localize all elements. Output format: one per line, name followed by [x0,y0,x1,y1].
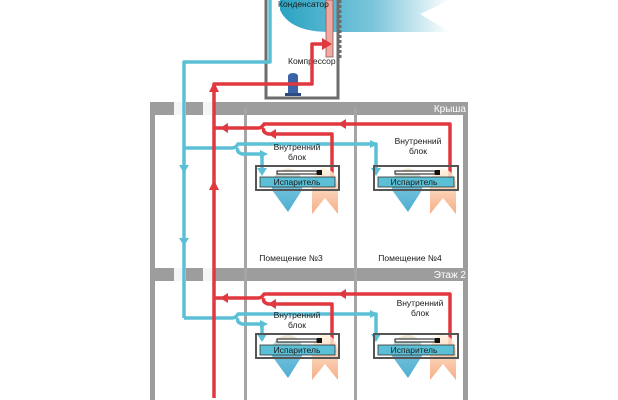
indoor-unit-title-line2: блок [411,308,429,318]
evaporator-label: Испаритель [391,177,438,187]
evaporator-coil [377,344,455,356]
condenser-coil [325,0,334,58]
valve-actuator [317,338,322,343]
indoor-unit-title-line1: Внутренний [274,310,321,320]
evaporator-coil [259,176,336,188]
evaporator-label: Испаритель [391,345,438,355]
valve-actuator [435,338,440,343]
indoor-unit-title-line2: блок [409,146,427,156]
outdoor-unit-casing [264,0,340,100]
condenser-label: Конденсатор [278,0,329,9]
indoor-unit-title-line1: Внутренний [395,136,442,146]
indoor-unit-casing [373,333,459,359]
indoor-unit-title-line1: Внутренний [397,298,444,308]
room-label-4: Помещение №4 [378,253,442,263]
evaporator-coil [259,344,336,356]
indoor-unit-casing [255,165,340,191]
cold-line [182,0,378,340]
evaporator-label: Испаритель [274,345,321,355]
indoor-unit-title-line2: блок [288,152,306,162]
indoor-unit-title-line2: блок [288,320,306,330]
indoor-unit-title-line1: Внутренний [274,142,321,152]
condenser-airflow [280,0,450,32]
valve-actuator [317,170,322,175]
indoor-unit-casing [255,333,340,359]
expansion-valve [394,170,436,175]
valve-actuator [435,170,440,175]
indoor-unit: Испаритель Внутренний блок [255,142,340,214]
indoor-unit: Испаритель Внутренний блок [255,310,340,380]
floor-label-floor-2: Этаж 2 [434,270,467,281]
floor-label-roof: Крыша [434,104,467,115]
indoor-unit: Испаритель Внутренний блок [373,298,459,380]
expansion-valve [276,338,318,343]
expansion-valve [276,170,318,175]
evaporator-coil [377,176,455,188]
room-label-3: Помещение №3 [259,253,323,263]
expansion-valve [394,338,436,343]
evaporator-label: Испаритель [274,177,321,187]
indoor-unit: Испаритель Внутренний блок [373,136,459,214]
indoor-unit-casing [373,165,459,191]
